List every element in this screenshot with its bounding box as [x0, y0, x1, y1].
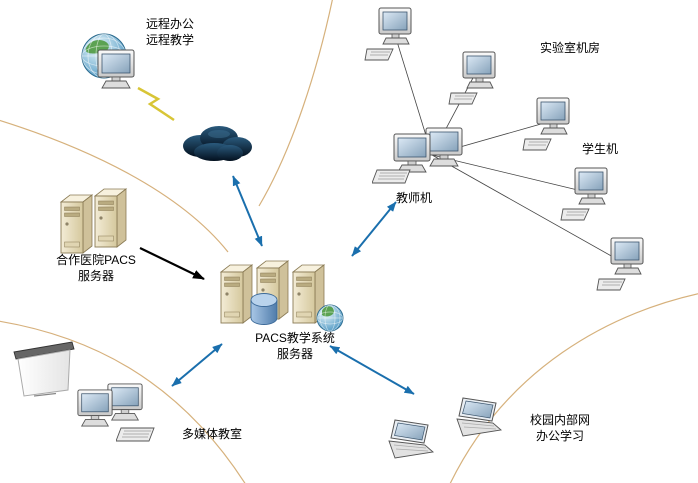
decorative-curve-1	[0, 119, 229, 253]
decorative-curve-2	[258, 0, 333, 207]
remote-pc-icon	[97, 49, 135, 89]
label-central-server-line2: 服务器	[276, 347, 313, 362]
label-hospital-pacs-line2: 服务器	[77, 269, 114, 284]
multimedia-monitor-1	[77, 389, 113, 427]
hospital-server-tower-2	[94, 188, 127, 248]
hospital-server-icon	[60, 188, 127, 254]
teacher-monitor-1	[393, 133, 431, 173]
label-campus-intranet-line2: 办公学习	[535, 429, 584, 444]
pacs-server-icon	[220, 260, 344, 332]
label-remote-office-line2: 远程教学	[145, 33, 194, 48]
arrow-hospital-server	[139, 247, 205, 280]
teacher-keyboard-icon	[372, 169, 411, 184]
label-lab-room: 实验室机房	[540, 41, 601, 55]
teacher-workstation-icon	[372, 127, 463, 184]
projector-screen-icon	[13, 341, 75, 397]
arrow-server-teacher	[351, 201, 397, 257]
lightning-link-icon	[137, 86, 175, 122]
hospital-server-tower-1	[60, 194, 93, 254]
multimedia-computers-icon	[77, 383, 155, 442]
line-teacher-student3	[431, 154, 623, 263]
label-central-server: PACS教学系统 服务器	[240, 330, 350, 362]
multimedia-monitor-2	[107, 383, 143, 421]
multimedia-keyboard-icon	[116, 427, 155, 442]
student-computer-3-icon	[596, 237, 644, 291]
lab-computer-1-icon	[364, 7, 412, 61]
decorative-curve-4	[449, 293, 698, 483]
label-remote-office: 远程办公 远程教学	[138, 16, 202, 48]
label-campus-intranet-line1: 校园内部网	[529, 413, 590, 427]
label-student-machines: 学生机	[582, 142, 619, 156]
database-icon	[250, 293, 278, 325]
pacs-server-tower-1	[220, 264, 253, 324]
label-multimedia-room: 多媒体教室	[182, 427, 243, 441]
label-central-server-line1: PACS教学系统	[255, 331, 335, 345]
arrow-server-laptops	[329, 345, 415, 395]
web-globe-icon	[316, 304, 344, 332]
student-computer-2-icon	[560, 167, 608, 221]
label-hospital-pacs: 合作医院PACS 服务器	[48, 252, 144, 284]
line-teacher-student2	[431, 154, 587, 193]
decorative-curve-3	[0, 320, 246, 483]
data-flow-arrows	[171, 175, 415, 395]
student-computer-1-icon	[522, 97, 570, 151]
teacher-monitor-2	[425, 127, 463, 167]
laptop-2-icon	[456, 397, 502, 437]
lab-computer-2-icon	[448, 51, 496, 105]
label-teacher-machine: 教师机	[396, 191, 433, 205]
laptop-1-icon	[388, 419, 434, 459]
arrow-cloud-server	[232, 175, 263, 247]
arrow-server-multimedia	[171, 343, 223, 387]
label-remote-office-line1: 远程办公	[145, 17, 194, 31]
label-hospital-pacs-line1: 合作医院PACS	[56, 253, 136, 267]
cloud-icon	[183, 126, 252, 161]
label-campus-intranet: 校园内部网 办公学习	[518, 412, 602, 444]
